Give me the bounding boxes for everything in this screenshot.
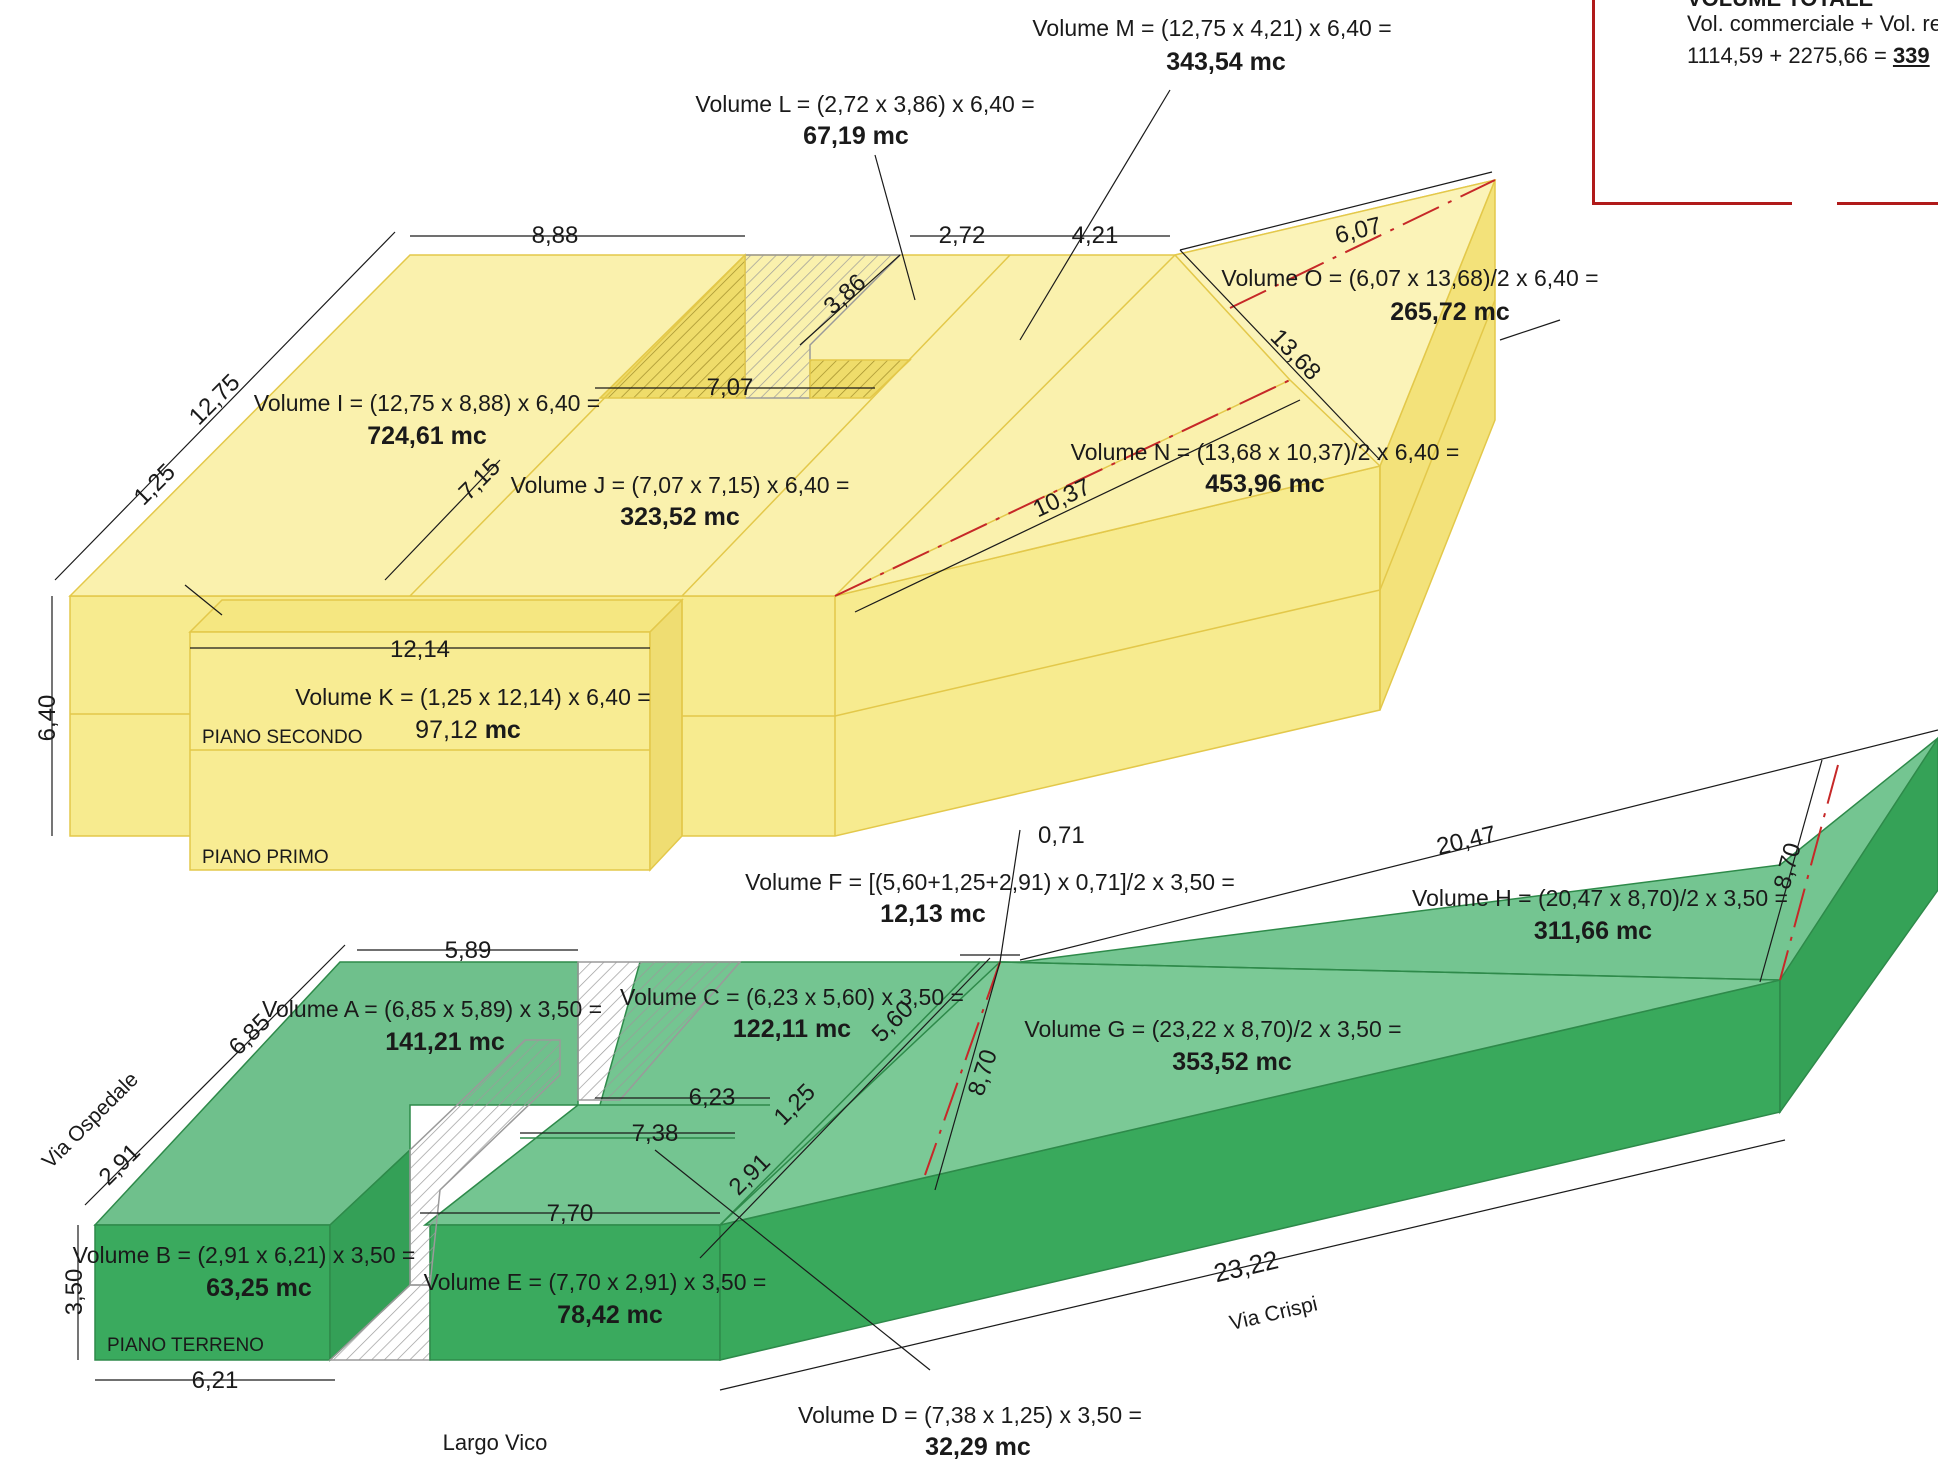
floor-label-ground: PIANO TERRENO — [107, 1335, 264, 1356]
legend-frame-bottom-left — [1592, 202, 1792, 205]
volume-o-formula: Volume O = (6,07 x 13,68)/2 x 6,40 = — [1221, 265, 1598, 291]
legend-sum-prefix: 1114,59 + 2275,66 = — [1687, 43, 1893, 68]
ground-courtyard-hatch — [577, 961, 742, 1101]
volume-g-result: 353,52 mc — [1172, 1048, 1292, 1076]
dim-640: 6,40 — [34, 695, 61, 742]
street-via-crispi: Via Crispi — [1227, 1292, 1319, 1335]
total-volume-legend: VOLUME TOTALE Vol. commerciale + Vol. re… — [1592, 0, 1938, 205]
dim-2047: 20,47 — [1434, 821, 1499, 861]
ground-inner-hatch — [409, 1039, 561, 1286]
volume-c-result: 122,11 mc — [733, 1015, 851, 1043]
roof-divider-3 — [834, 254, 1176, 597]
legend-formula-line: Vol. commerciale + Vol. re — [1687, 11, 1938, 36]
volume-b-result: 63,25 mc — [206, 1274, 312, 1302]
dim-421: 4,21 — [1072, 222, 1119, 249]
volume-g-formula: Volume G = (23,22 x 8,70)/2 x 3,50 = — [1024, 1016, 1401, 1042]
floor-label-first: PIANO PRIMO — [202, 847, 329, 868]
dim-888: 8,88 — [532, 222, 579, 249]
volume-f-formula: Volume F = [(5,60+1,25+2,91) x 0,71]/2 x… — [745, 869, 1235, 895]
dim-770: 7,70 — [547, 1200, 594, 1227]
volume-k-formula: Volume K = (1,25 x 12,14) x 6,40 = — [295, 684, 650, 710]
dim-2322: 23,22 — [1211, 1244, 1281, 1288]
ground-top-divider-4 — [999, 961, 1781, 981]
volume-m-result: 343,54 mc — [1166, 48, 1286, 76]
ground-floor-block — [93, 736, 1938, 1362]
volume-i-result: 724,61 mc — [367, 422, 487, 450]
volume-i-formula: Volume I = (12,75 x 8,88) x 6,40 = — [254, 390, 601, 416]
axis-line-h — [1779, 764, 1839, 981]
volume-c-formula: Volume C = (6,23 x 5,60) x 3,50 = — [620, 984, 964, 1010]
legend-title: VOLUME TOTALE — [1687, 0, 1873, 12]
roof-divider-1 — [409, 254, 746, 597]
volume-n-formula: Volume N = (13,68 x 10,37)/2 x 6,40 = — [1071, 439, 1460, 465]
volume-e-formula: Volume E = (7,70 x 2,91) x 3,50 = — [424, 1269, 767, 1295]
dim-589: 5,89 — [445, 937, 492, 964]
dim-1275: 12,75 — [184, 369, 246, 431]
volume-l-result: 67,19 mc — [803, 122, 909, 150]
volume-k-front — [189, 631, 651, 871]
dim-738: 7,38 — [632, 1120, 679, 1147]
street-largo-vico: Largo Vico — [443, 1430, 548, 1455]
volume-d-formula: Volume D = (7,38 x 1,25) x 3,50 = — [798, 1402, 1142, 1428]
axis-line-g — [924, 961, 1001, 1176]
legend-sum-total: 339 — [1892, 43, 1930, 68]
axis-line-n — [834, 379, 1291, 597]
volume-e-result: 78,42 mc — [557, 1301, 663, 1329]
upper-volume-labels: Volume I = (12,75 x 8,88) x 6,40 = 724,6… — [254, 15, 1599, 744]
ground-volume-labels: Volume A = (6,85 x 5,89) x 3,50 = 141,21… — [73, 869, 1788, 1461]
dim-707: 7,07 — [707, 374, 754, 401]
dim-1214: 12,14 — [390, 636, 450, 663]
dim-350: 3,50 — [61, 1269, 88, 1316]
roof-divider-2 — [681, 254, 1011, 597]
volume-k-result-number: 97,12 — [415, 716, 485, 744]
volume-j-formula: Volume J = (7,07 x 7,15) x 6,40 = — [511, 472, 850, 498]
legend-frame-left — [1592, 0, 1595, 205]
dim-623: 6,23 — [689, 1084, 736, 1111]
ground-top-divider-3 — [719, 961, 981, 1226]
volume-o-result: 265,72 mc — [1390, 298, 1510, 326]
volume-k-result: 97,12 mc — [415, 716, 521, 744]
volume-j-result: 323,52 mc — [620, 503, 740, 531]
volume-d-result: 32,29 mc — [925, 1433, 1031, 1461]
volume-m-formula: Volume M = (12,75 x 4,21) x 6,40 = — [1032, 15, 1391, 41]
volume-n-result: 453,96 mc — [1205, 470, 1325, 498]
volume-a-formula: Volume A = (6,85 x 5,89) x 3,50 = — [262, 996, 602, 1022]
legend-frame-bottom-right — [1837, 202, 1938, 205]
volume-h-result: 311,66 mc — [1534, 917, 1652, 945]
volume-k-block — [188, 599, 684, 633]
floor-split-line-wedge — [1379, 299, 1496, 591]
volume-b-formula: Volume B = (2,91 x 6,21) x 3,50 = — [73, 1242, 416, 1268]
floor-split-line-right — [834, 589, 1381, 717]
dim-621: 6,21 — [192, 1367, 239, 1394]
axis-line-o — [1229, 179, 1496, 309]
legend-sum-line: 1114,59 + 2275,66 = 339 — [1687, 43, 1930, 69]
volume-a-result: 141,21 mc — [385, 1028, 505, 1056]
volume-h-formula: Volume H = (20,47 x 8,70)/2 x 3,50 = — [1412, 885, 1788, 911]
dim-071: 0,71 — [1038, 822, 1085, 849]
volume-k-side — [649, 598, 683, 872]
volume-k-result-unit: mc — [485, 716, 521, 744]
dimension-lines — [51, 89, 1938, 1391]
floor-label-second: PIANO SECONDO — [202, 727, 362, 748]
dim-272: 2,72 — [939, 222, 986, 249]
volume-f-result: 12,13 mc — [880, 900, 986, 928]
courtyard-shade-left — [598, 253, 746, 399]
volume-l-formula: Volume L = (2,72 x 3,86) x 6,40 = — [695, 91, 1034, 117]
